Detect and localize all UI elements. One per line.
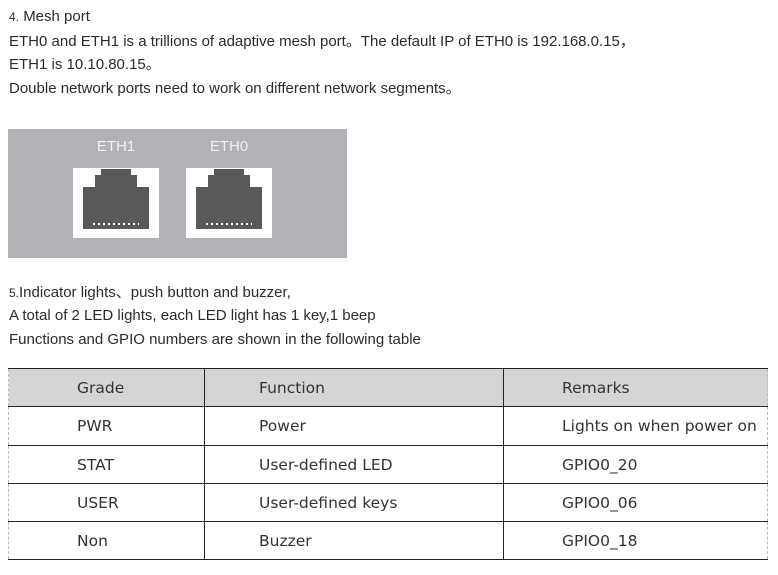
table-cell: Non: [8, 521, 205, 560]
port-label: ETH0: [209, 138, 249, 155]
table-cell: GPIO0_20: [503, 445, 768, 484]
section-title: Indicator lights、push button and buzzer,: [19, 284, 291, 301]
table-cell: PWR: [8, 406, 205, 446]
table-header: Grade Function Remarks: [8, 368, 768, 407]
rj45-port-icon: [186, 168, 272, 238]
port-label: ETH1: [96, 138, 136, 155]
table-cell: STAT: [8, 445, 205, 484]
table-cell: Buzzer: [204, 521, 504, 560]
section-5-heading: 5.Indicator lights、push button and buzze…: [9, 284, 291, 302]
section-number: 5.: [9, 286, 20, 300]
header-cell: Grade: [8, 368, 205, 407]
table-cell: User-defined keys: [204, 483, 504, 522]
table-cell: GPIO0_18: [503, 521, 768, 560]
section-title: Mesh port: [23, 8, 90, 25]
table-cell: USER: [8, 483, 205, 522]
table-cell: Lights on when power on: [503, 406, 768, 446]
table-cell: User-defined LED: [204, 445, 504, 484]
paragraph-line: A total of 2 LED lights, each LED light …: [9, 307, 376, 324]
section-4-heading: 4. Mesh port: [9, 8, 90, 26]
paragraph-line: ETH0 and ETH1 is a trillions of adaptive…: [9, 33, 635, 50]
header-cell: Function: [204, 368, 504, 407]
section-number: 4.: [9, 10, 20, 24]
table-cell: Power: [204, 406, 504, 446]
ethernet-ports-diagram: ETH1 ETH0: [8, 129, 347, 258]
header-cell: Remarks: [503, 368, 768, 407]
paragraph-line: ETH1 is 10.10.80.15。: [9, 56, 161, 73]
table-cell: GPIO0_06: [503, 483, 768, 522]
rj45-port-icon: [73, 168, 159, 238]
paragraph-line: Double network ports need to work on dif…: [9, 80, 461, 97]
paragraph-line: Functions and GPIO numbers are shown in …: [9, 331, 421, 348]
